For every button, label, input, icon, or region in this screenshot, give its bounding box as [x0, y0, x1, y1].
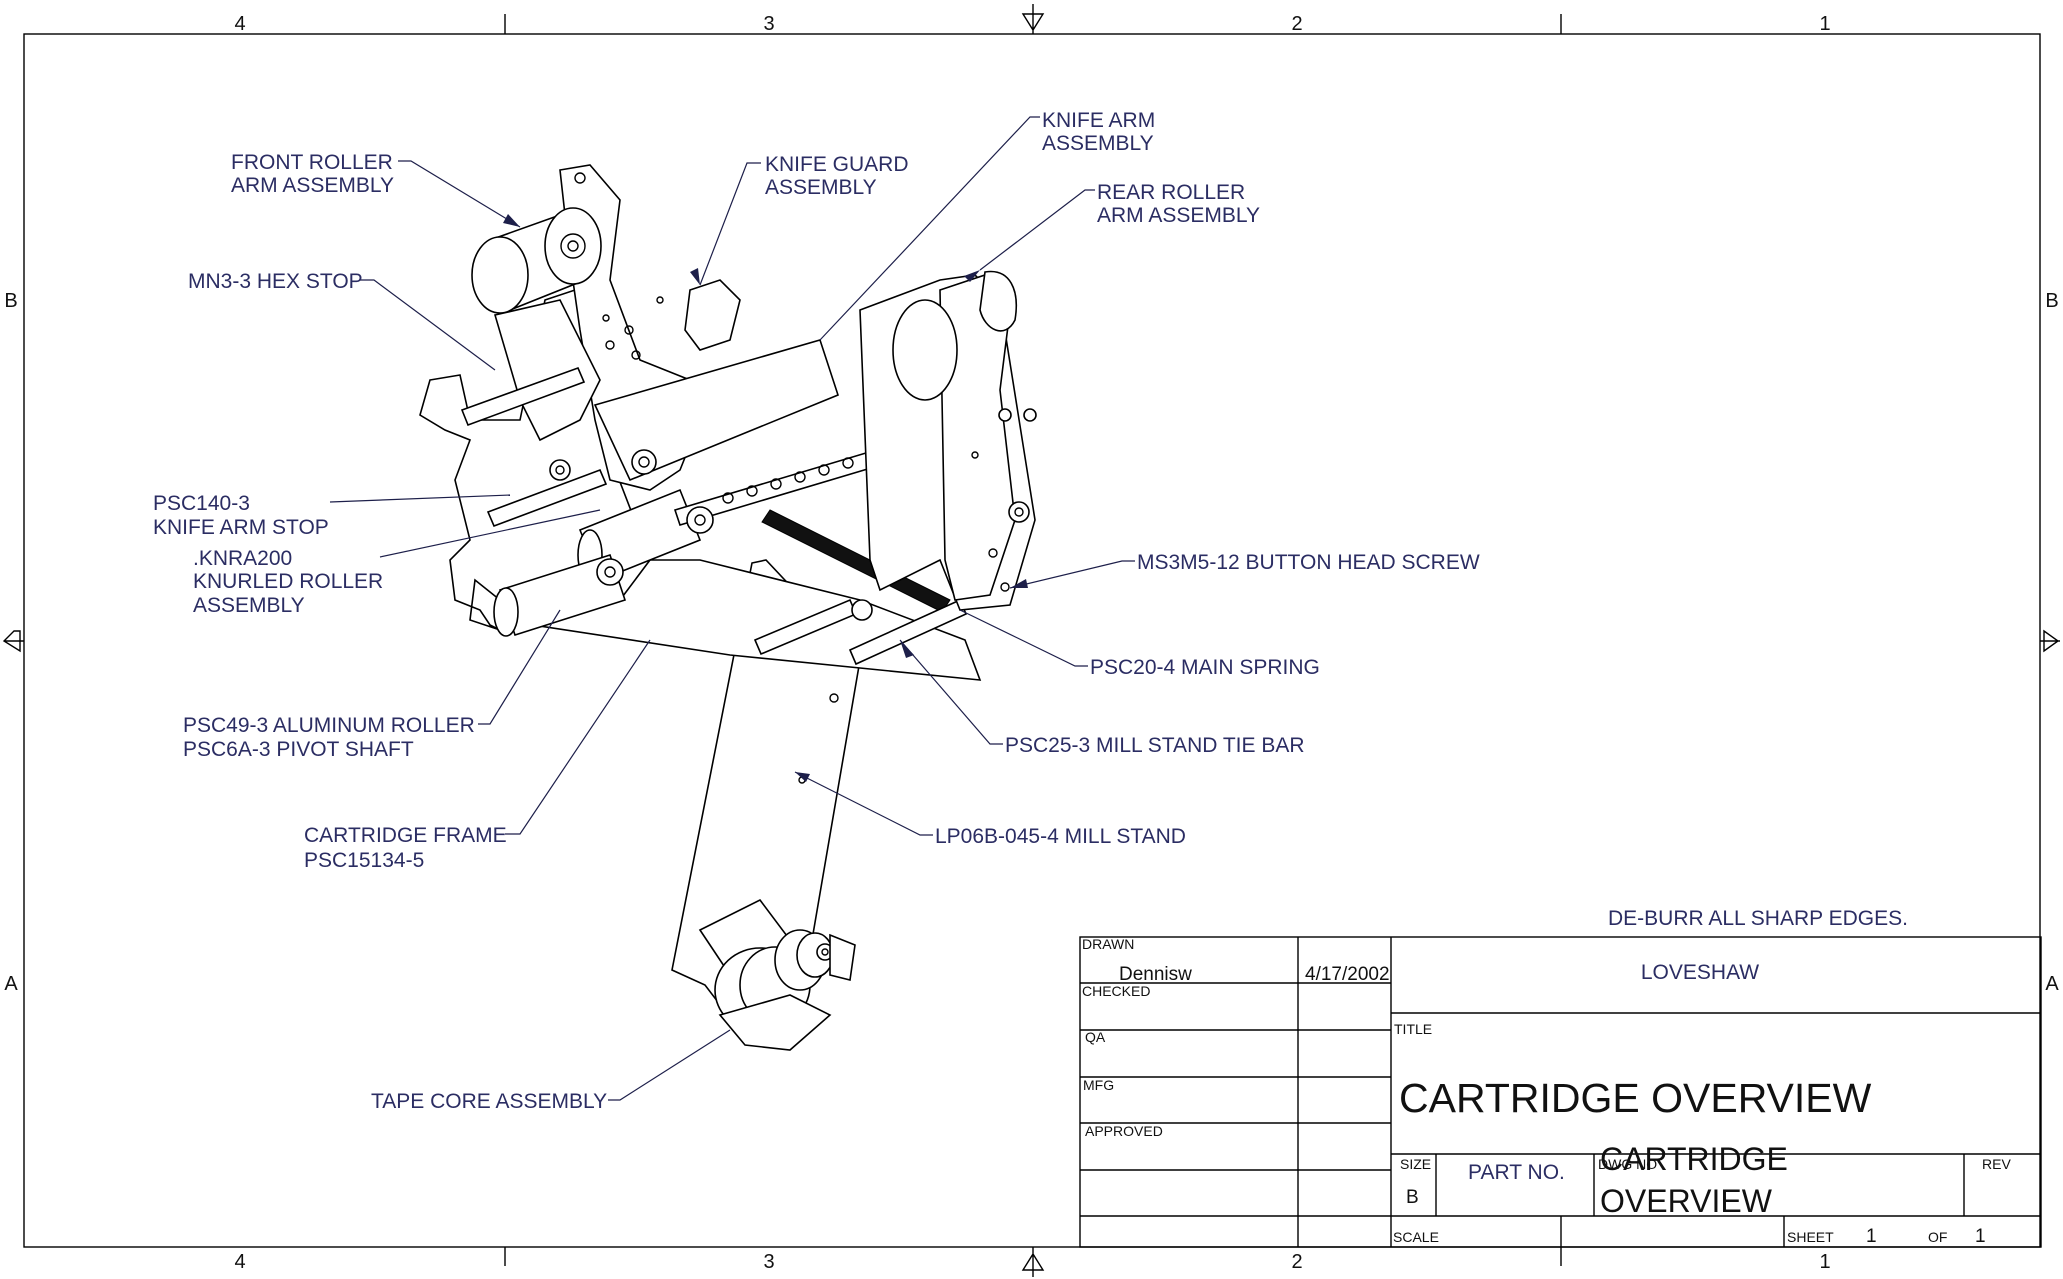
callout-knurled-roller-line2: KNURLED ROLLER: [193, 570, 383, 593]
knife-arm-bar: [593, 339, 839, 482]
tb-checked-label: CHECKED: [1082, 983, 1150, 999]
callout-rear-roller-line1: REAR ROLLER: [1097, 181, 1245, 204]
callout-knurled-roller-line1: .KNRA200: [193, 547, 292, 570]
tb-size: B: [1406, 1187, 1419, 1208]
tb-qa-label: QA: [1085, 1029, 1106, 1045]
tb-drawn-label: DRAWN: [1082, 936, 1134, 952]
leader-lines: [329, 116, 1135, 1101]
tb-drawn-by: Dennisw: [1119, 964, 1192, 985]
center-mark-right: [2040, 629, 2060, 653]
hex-stop-rod: [460, 366, 586, 427]
zone-col-4-bottom: 4: [234, 1251, 245, 1273]
tb-company: LOVESHAW: [1641, 961, 1759, 984]
knife-arm-stop-rod: [486, 468, 608, 528]
callout-tape-core: TAPE CORE ASSEMBLY: [371, 1090, 607, 1113]
callout-button-head-screw: MS3M5-12 BUTTON HEAD SCREW: [1137, 551, 1480, 574]
zone-labels: 4 3 2 1 4 3 2 1 B A B A: [4, 13, 2059, 1273]
zone-row-a-left: A: [4, 973, 18, 995]
zone-row-b-left: B: [4, 290, 17, 312]
tb-title-label: TITLE: [1394, 1021, 1432, 1037]
callout-knife-guard-line1: KNIFE GUARD: [765, 153, 909, 176]
center-mark-left: [2, 630, 24, 653]
zone-col-1-bottom: 1: [1819, 1251, 1830, 1273]
knife-guard-bracket: [684, 279, 741, 351]
tb-rev-label: REV: [1982, 1156, 2011, 1172]
front-roller: [471, 207, 602, 314]
tb-part-no-label: PART NO.: [1468, 1161, 1565, 1184]
callout-cartridge-frame-line2: PSC15134-5: [304, 849, 424, 872]
tb-size-label: SIZE: [1400, 1156, 1431, 1172]
tb-sheet-label: SHEET: [1787, 1229, 1834, 1245]
tb-dwg-no-line1: CARTRIDGE: [1600, 1141, 1788, 1177]
tb-title: CARTRIDGE OVERVIEW: [1399, 1075, 1872, 1121]
zone-col-3-top: 3: [763, 13, 774, 35]
callout-front-roller-line2: ARM ASSEMBLY: [231, 174, 394, 197]
sheet-border: [2, 4, 2060, 1277]
callout-aluminum-roller-line2: PSC6A-3 PIVOT SHAFT: [183, 738, 414, 761]
tape-core: [698, 898, 856, 1051]
callouts: FRONT ROLLER ARM ASSEMBLY KNIFE GUARD AS…: [153, 109, 1480, 1113]
cartridge-assembly-drawing: [419, 164, 1037, 1051]
tb-approved-label: APPROVED: [1085, 1123, 1163, 1139]
zone-col-2-top: 2: [1291, 13, 1302, 35]
tb-dwg-no-line2: OVERVIEW: [1600, 1183, 1773, 1219]
zone-col-4-top: 4: [234, 13, 245, 35]
callout-rear-roller-line2: ARM ASSEMBLY: [1097, 204, 1260, 227]
tb-mfg-label: MFG: [1083, 1077, 1114, 1093]
callout-knurled-roller-line3: ASSEMBLY: [193, 594, 305, 617]
tb-of-label: OF: [1928, 1229, 1947, 1245]
aluminum-roller: [493, 553, 627, 637]
callout-tie-bar: PSC25-3 MILL STAND TIE BAR: [1005, 734, 1305, 757]
callout-aluminum-roller-line1: PSC49-3 ALUMINUM ROLLER: [183, 714, 475, 737]
zone-row-a-right: A: [2045, 973, 2059, 995]
callout-knife-guard-line2: ASSEMBLY: [765, 176, 877, 199]
deburr-note: DE-BURR ALL SHARP EDGES.: [1608, 907, 1908, 930]
callout-knife-arm-stop-line2: KNIFE ARM STOP: [153, 516, 329, 539]
rear-roller: [892, 270, 1017, 401]
callout-knife-arm-line2: ASSEMBLY: [1042, 132, 1154, 155]
callout-knife-arm-line1: KNIFE ARM: [1042, 109, 1155, 132]
tb-scale-label: SCALE: [1393, 1229, 1439, 1245]
callout-knife-arm-stop-line1: PSC140-3: [153, 492, 250, 515]
zone-col-1-top: 1: [1819, 13, 1830, 35]
title-block: DRAWN Dennisw 4/17/2002 CHECKED QA MFG A…: [1079, 936, 2042, 1248]
center-mark-top: [1021, 4, 1045, 34]
tb-sheet: 1: [1866, 1226, 1877, 1247]
tb-of: 1: [1975, 1226, 1986, 1247]
callout-front-roller-line1: FRONT ROLLER: [231, 151, 393, 174]
center-mark-bottom: [1021, 1247, 1045, 1277]
zone-col-2-bottom: 2: [1291, 1251, 1302, 1273]
zone-col-3-bottom: 3: [763, 1251, 774, 1273]
tie-bar-rod: [848, 598, 968, 666]
callout-hex-stop: MN3-3 HEX STOP: [188, 270, 363, 293]
callout-mill-stand: LP06B-045-4 MILL STAND: [935, 825, 1186, 848]
tb-drawn-date: 4/17/2002: [1305, 964, 1390, 985]
callout-cartridge-frame-line1: CARTRIDGE FRAME: [304, 824, 507, 847]
callout-main-spring: PSC20-4 MAIN SPRING: [1090, 656, 1320, 679]
tb-dwg-no-label: DWG NO: [1598, 1156, 1657, 1172]
zone-row-b-right: B: [2045, 290, 2058, 312]
